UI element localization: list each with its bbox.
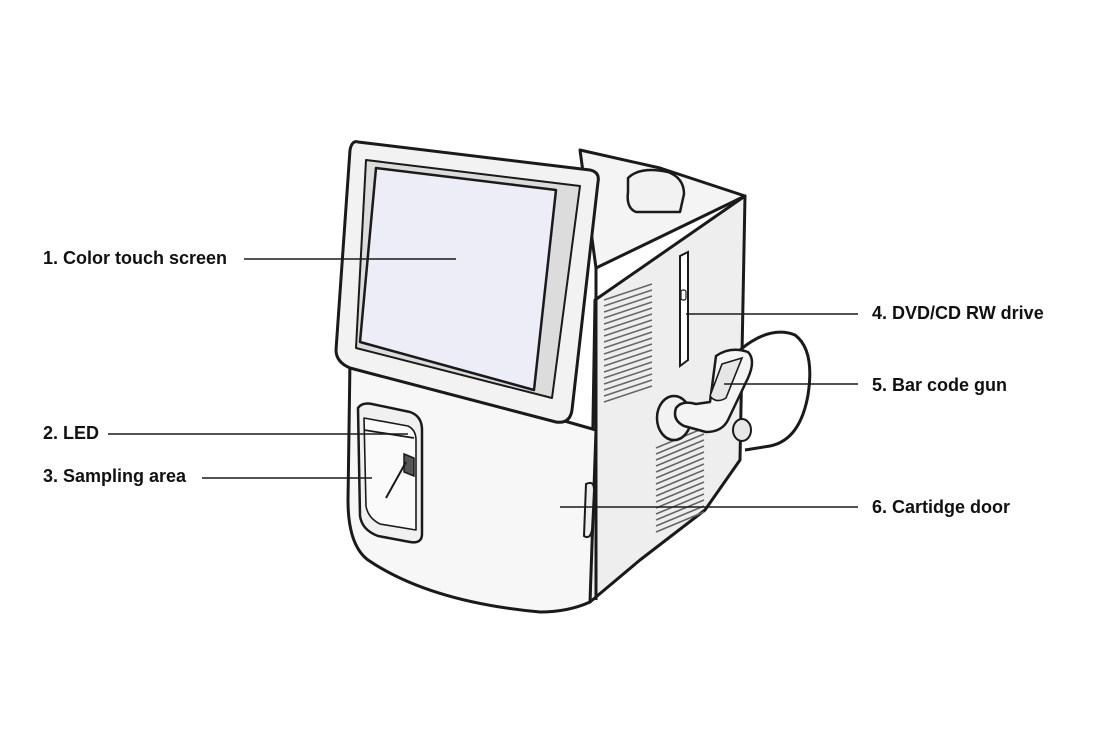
upper-vent-grille bbox=[603, 283, 653, 403]
cartridge-door-latch bbox=[582, 481, 596, 539]
callout-led: 2. LED bbox=[43, 423, 100, 443]
scanner-knob bbox=[732, 418, 752, 442]
callout-bar-code-gun: 5. Bar code gun bbox=[872, 375, 1008, 395]
sample-probe-arm bbox=[385, 461, 407, 499]
callout-sampling-area: 3. Sampling area bbox=[43, 466, 187, 486]
top-handle bbox=[626, 168, 686, 214]
lower-vent-grille bbox=[655, 427, 705, 533]
sampling-area-inner bbox=[363, 417, 417, 531]
sample-probe bbox=[403, 452, 415, 478]
bar-code-gun-detail bbox=[709, 356, 744, 402]
callout-color-touch-screen: 1. Color touch screen bbox=[43, 248, 228, 268]
scanner-cable-inner bbox=[739, 336, 806, 446]
scanner-cable bbox=[739, 330, 812, 452]
callout-cartridge-door: 6. Cartidge door bbox=[872, 497, 1011, 517]
callout-dvd-cd-rw-drive: 4. DVD/CD RW drive bbox=[872, 303, 1044, 323]
dvd-drive-slot bbox=[679, 250, 689, 368]
leader-lines bbox=[108, 258, 858, 508]
touch-screen-display bbox=[358, 166, 558, 392]
dvd-button bbox=[680, 289, 687, 301]
